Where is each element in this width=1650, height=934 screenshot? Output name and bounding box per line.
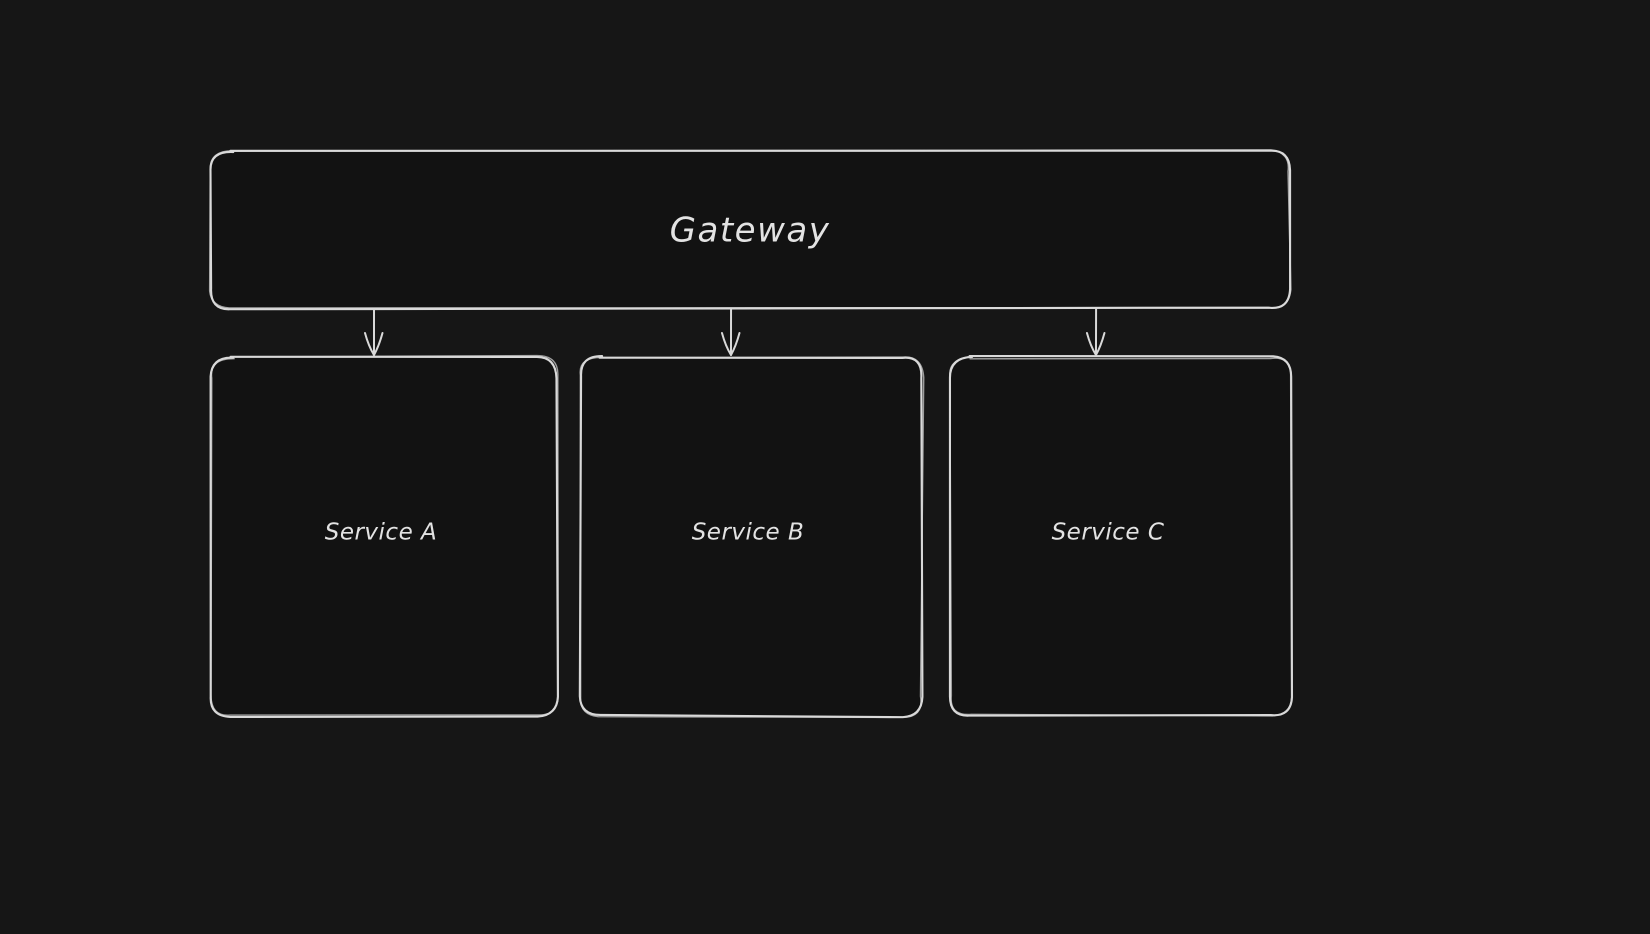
gateway-to-service-a-arrowhead (363, 332, 384, 356)
connectors-group (363, 308, 1106, 356)
gateway-to-service-b-arrowhead (720, 332, 741, 356)
service-c-border-sketch (949, 355, 1293, 717)
node-service-c[interactable]: Service C (948, 354, 1294, 717)
gateway-node-border-sketch (208, 149, 1292, 309)
connector-gateway-to-service-c (1085, 308, 1106, 356)
service-a-label: Service A (325, 520, 438, 546)
gateway-to-service-c-arrowhead (1085, 332, 1106, 356)
service-nodes-group: Service A Service B Service C (209, 354, 1294, 719)
node-service-a[interactable]: Service A (209, 354, 560, 718)
gateway-node-label: Gateway (670, 211, 831, 251)
service-c-label: Service C (1052, 520, 1165, 546)
connector-gateway-to-service-a (363, 308, 384, 356)
service-b-fill (580, 357, 922, 716)
connector-gateway-to-service-b (720, 308, 741, 356)
service-b-label: Service B (692, 520, 805, 546)
service-c-fill (950, 357, 1292, 716)
gateway-node-fill (211, 151, 1289, 309)
node-service-b[interactable]: Service B (578, 354, 925, 719)
service-a-border-sketch (210, 354, 560, 716)
service-a-fill (211, 357, 557, 716)
node-gateway[interactable]: Gateway (208, 149, 1292, 311)
service-b-border-sketch (579, 356, 925, 719)
